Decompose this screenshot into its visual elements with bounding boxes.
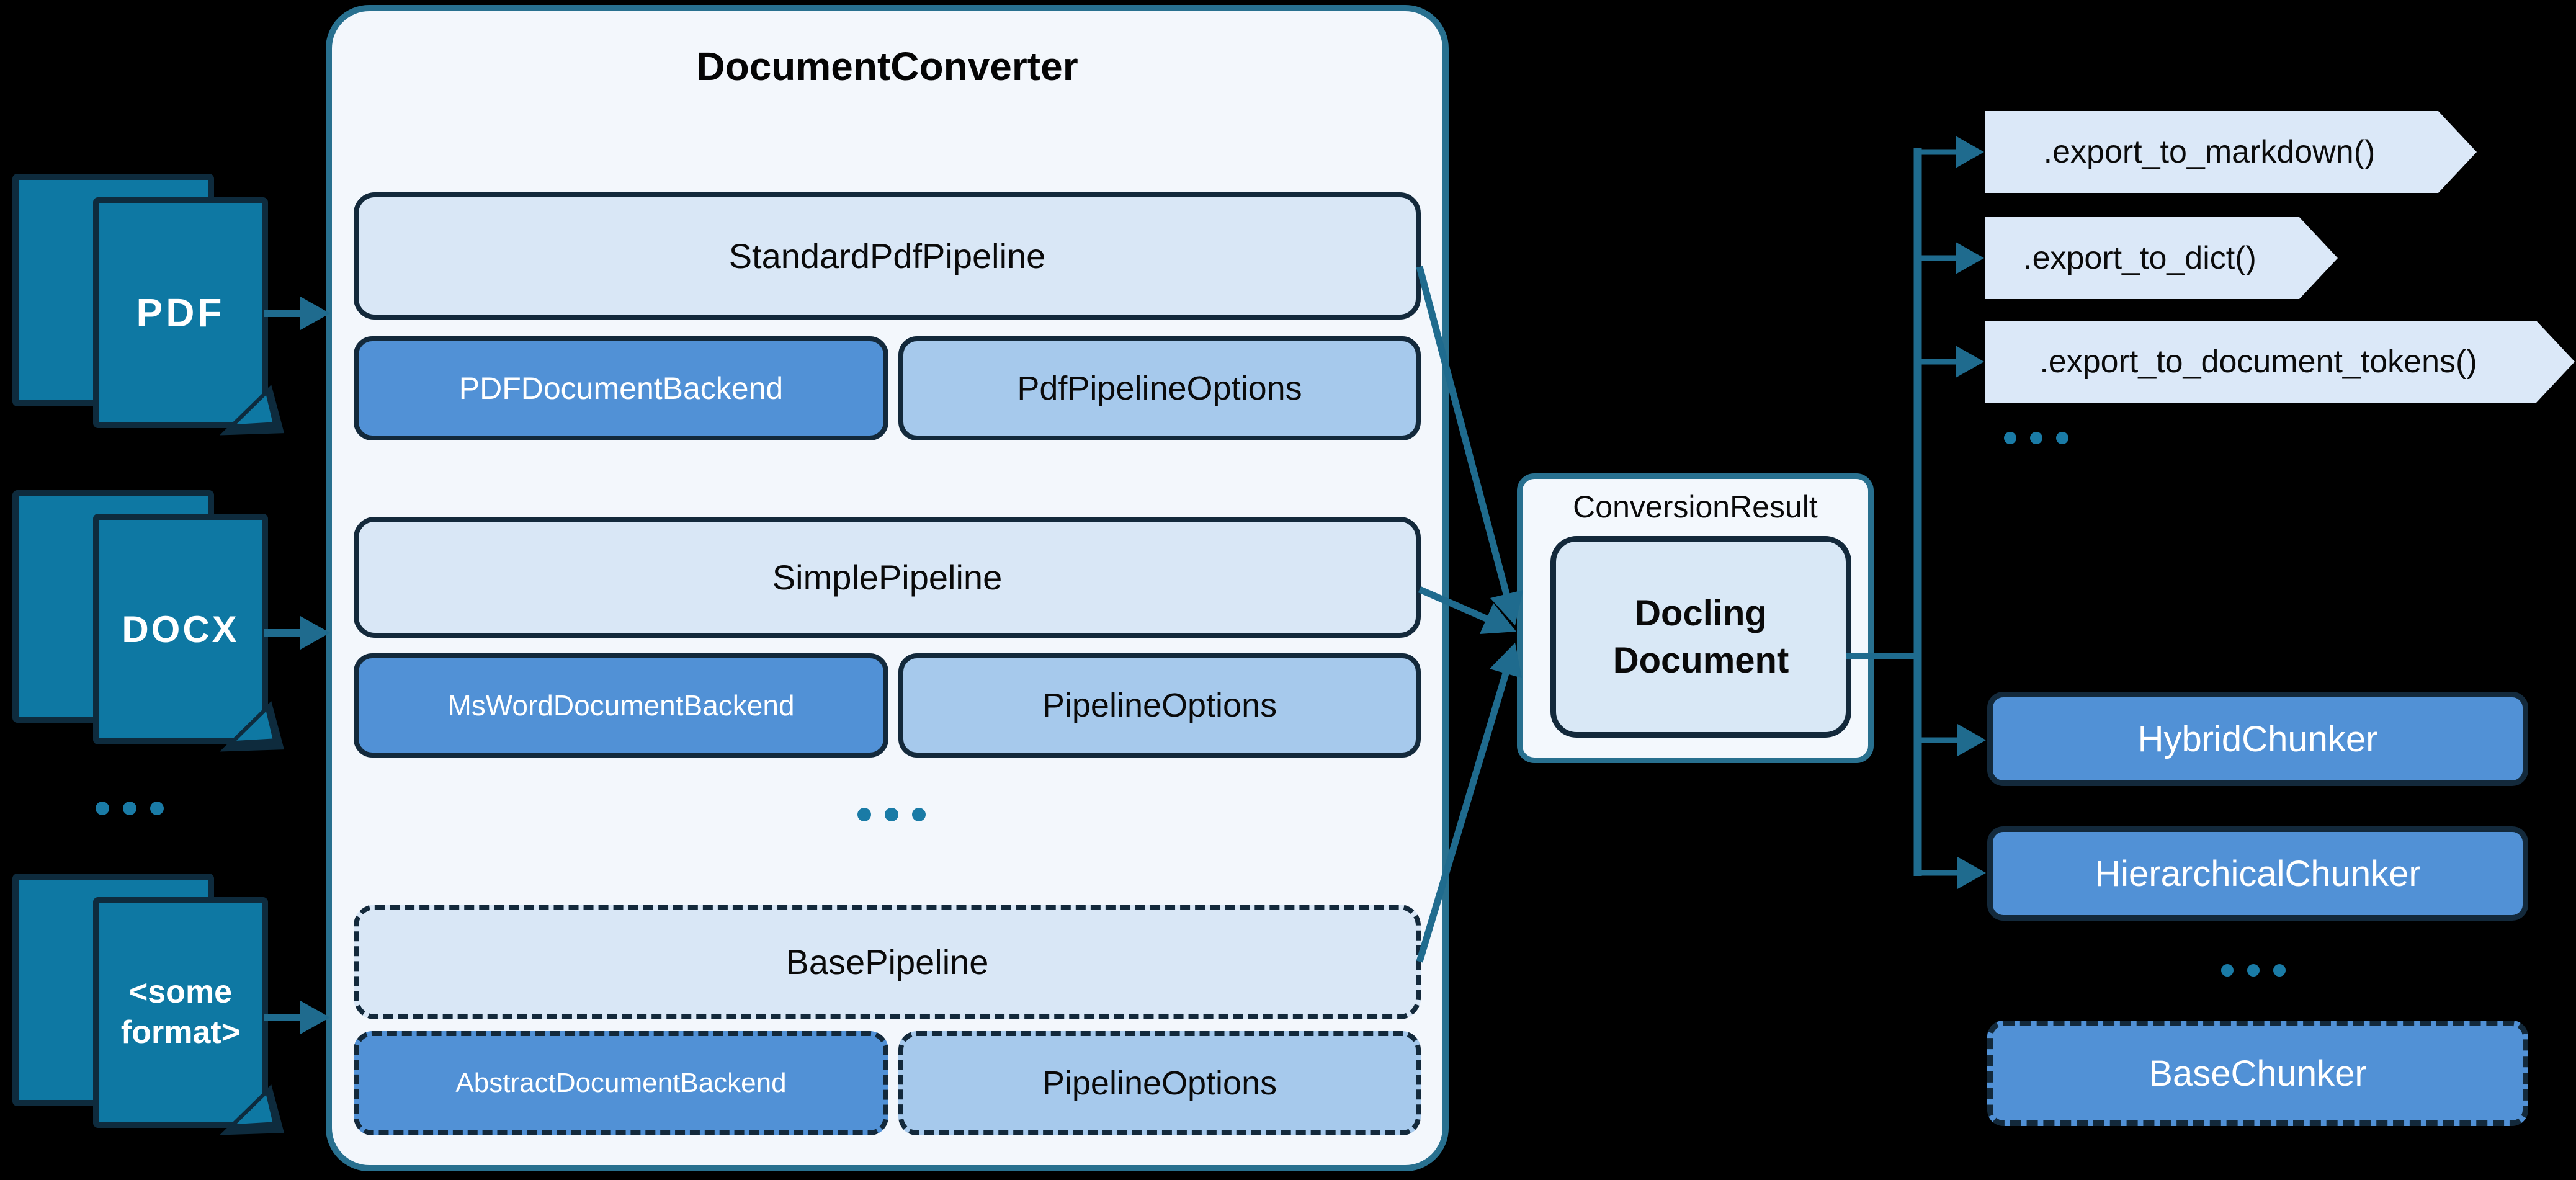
conversion-result-box: ConversionResult Docling Document	[1517, 473, 1874, 763]
input-stack-pdf: PDF	[12, 174, 284, 436]
export-method-markdown: .export_to_markdown()	[1985, 111, 2477, 193]
backend-box-pdf: PDFDocumentBackend	[354, 336, 888, 440]
backend-box-abstract: AbstractDocumentBackend	[354, 1031, 888, 1135]
pipeline-box-standard-pdf: StandardPdfPipeline	[354, 192, 1421, 320]
options-box-simple: PipelineOptions	[898, 653, 1421, 758]
document-converter-title: DocumentConverter	[696, 44, 1078, 89]
chunker-hierarchical: HierarchicalChunker	[1987, 826, 2528, 921]
document-front-sheet-icon	[93, 897, 268, 1128]
chunker-hybrid: HybridChunker	[1987, 692, 2528, 786]
folded-corner-icon	[93, 897, 284, 1135]
input-label-docx: DOCX	[122, 608, 239, 650]
docling-document-box: Docling Document	[1550, 536, 1851, 738]
conversion-result-label: ConversionResult	[1573, 489, 1818, 524]
options-box-base: PipelineOptions	[898, 1031, 1421, 1135]
input-label-pdf: PDF	[136, 290, 225, 335]
ellipsis-icon	[857, 808, 926, 821]
backend-box-msword: MsWordDocumentBackend	[354, 653, 888, 758]
input-stack-some-format: <some format>	[12, 874, 284, 1135]
input-label-some-format: <some format>	[120, 974, 241, 1050]
document-converter-container: DocumentConverter StandardPdfPipeline PD…	[326, 5, 1449, 1171]
ellipsis-icon	[96, 802, 164, 815]
document-front-sheet-icon	[93, 197, 268, 428]
export-method-document-tokens: .export_to_document_tokens()	[1985, 321, 2575, 403]
folded-corner-icon	[93, 514, 284, 752]
chunker-base: BaseChunker	[1987, 1021, 2528, 1126]
pipeline-box-simple: SimplePipeline	[354, 517, 1421, 638]
ellipsis-icon	[2004, 432, 2068, 444]
ellipsis-icon	[2221, 964, 2286, 977]
export-method-dict: .export_to_dict()	[1985, 217, 2338, 299]
pipeline-box-base: BasePipeline	[354, 905, 1421, 1019]
options-box-pdf: PdfPipelineOptions	[898, 336, 1421, 440]
folded-corner-icon	[93, 197, 284, 436]
input-stack-docx: DOCX	[12, 490, 284, 752]
